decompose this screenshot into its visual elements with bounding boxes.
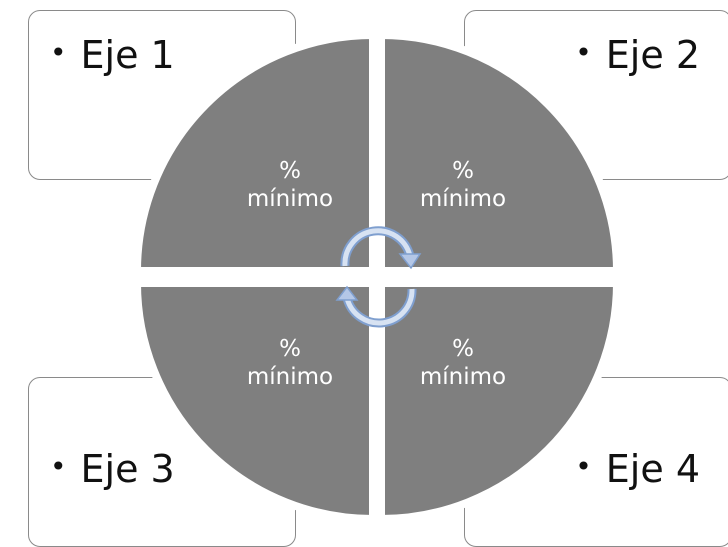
quadrant-2-percent: % bbox=[452, 158, 474, 184]
quadrant-3 bbox=[132, 279, 377, 524]
quadrant-1 bbox=[132, 30, 377, 275]
cycle-arrows-icon bbox=[335, 226, 422, 328]
quadrant-1-minimum: mínimo bbox=[246, 186, 334, 212]
quadrant-2-text: % mínimo bbox=[393, 157, 533, 213]
quadrant-4 bbox=[377, 279, 622, 524]
quadrant-4-percent: % bbox=[452, 336, 474, 362]
quadrant-1-percent: % bbox=[279, 158, 301, 184]
axis-label-4: • Eje 4 bbox=[575, 450, 700, 488]
quadrant-4-minimum: mínimo bbox=[419, 364, 507, 390]
quadrant-4-text: % mínimo bbox=[393, 335, 533, 391]
axis-label-1: • Eje 1 bbox=[50, 36, 175, 74]
axis-label-2: • Eje 2 bbox=[575, 36, 700, 74]
quadrant-1-text: % mínimo bbox=[220, 157, 360, 213]
bullet-2: • bbox=[575, 36, 592, 69]
axis-label-2-text: Eje 2 bbox=[605, 33, 700, 77]
quadrant-3-percent: % bbox=[279, 336, 301, 362]
quadrant-2-minimum: mínimo bbox=[419, 186, 507, 212]
bullet-4: • bbox=[575, 450, 592, 483]
quadrant-3-minimum: mínimo bbox=[246, 364, 334, 390]
bullet-3: • bbox=[50, 450, 67, 483]
bullet-1: • bbox=[50, 36, 67, 69]
axis-label-3-text: Eje 3 bbox=[80, 447, 175, 491]
quadrant-3-text: % mínimo bbox=[220, 335, 360, 391]
axis-label-1-text: Eje 1 bbox=[80, 33, 175, 77]
axis-label-3: • Eje 3 bbox=[50, 450, 175, 488]
quadrant-2 bbox=[377, 30, 622, 275]
axis-label-4-text: Eje 4 bbox=[605, 447, 700, 491]
